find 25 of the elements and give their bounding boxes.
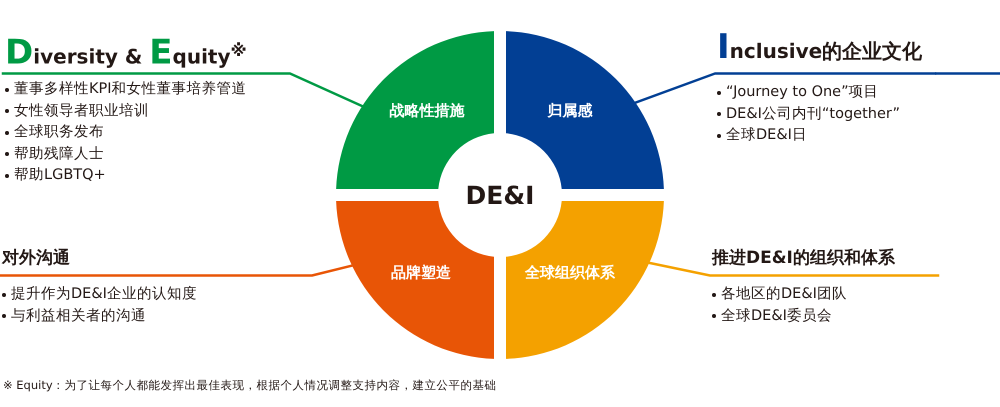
segment-label: 全球组织体系 — [525, 264, 615, 282]
bullet-item: 董事多样性KPI和女性董事培养管道 — [14, 80, 247, 99]
leader-line — [648, 262, 940, 277]
bullet-item: 提升作为DE&I企业的认知度 — [11, 284, 197, 304]
segment-label: 品牌塑造 — [391, 264, 451, 282]
bullet-item: 全球DE&I委员会 — [721, 306, 832, 326]
bullet-item: 帮助LGBTQ+ — [14, 166, 106, 185]
section-heading: 推进DE&I的组织和体系 — [710, 247, 896, 270]
leader-line — [2, 72, 364, 108]
bullet-item: 与利益相关者的沟通 — [11, 306, 146, 326]
bullet-item: 帮助残障人士 — [14, 144, 104, 164]
bullet-item: 各地区的DE&I团队 — [721, 285, 847, 304]
bullet-item: 全球DE&I日 — [726, 126, 807, 145]
section-heading: Diversity & Equity$^{※}$ — [4, 32, 248, 69]
bullet-item: DE&I公司内刊“together” — [726, 104, 900, 124]
bullet-item: 女性领导者职业培训 — [14, 102, 149, 120]
footnote: ※ Equity：为了让每个人都能发挥出最佳表现，根据个人情况调整支持内容，建立公平的基础 — [3, 378, 497, 393]
section-heading: Inclusive的企业文化 — [716, 32, 924, 69]
section-heading: 对外沟通 — [0, 247, 71, 270]
bullet-item: 全球职务发布 — [14, 123, 104, 142]
leader-line — [634, 72, 936, 104]
leader-line — [0, 264, 354, 277]
segment-label: 归属感 — [548, 102, 592, 120]
segment-label: 战略性措施 — [390, 102, 464, 120]
bullet-item: “Journey to One”项目 — [726, 83, 879, 102]
